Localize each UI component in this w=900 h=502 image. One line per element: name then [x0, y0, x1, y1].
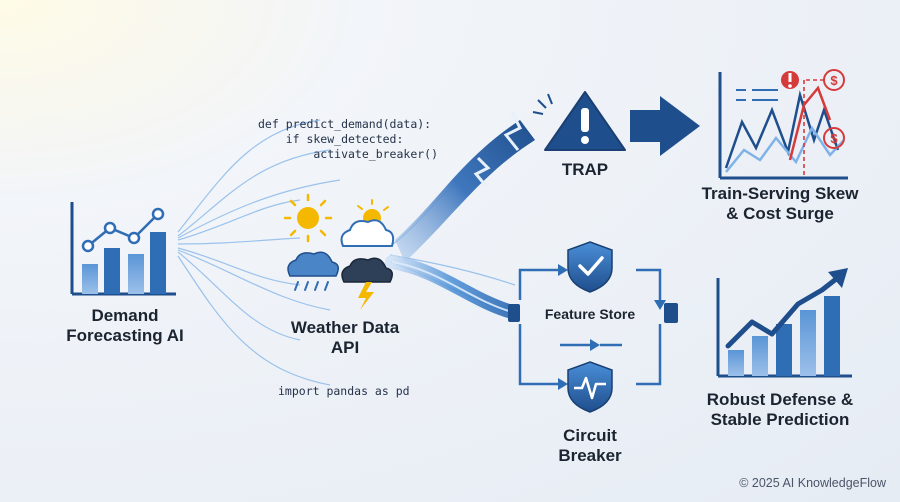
demand-forecasting-label: Demand Forecasting AI: [50, 306, 200, 346]
weather-label-line-2: API: [330, 338, 360, 357]
trap-label: TRAP: [561, 160, 609, 179]
breaker-label-line-1: Circuit: [563, 426, 617, 445]
demand-label-line-2: Forecasting AI: [66, 326, 184, 345]
skew-label-line-1: Train-Serving Skew: [701, 184, 859, 203]
skew-label: Train-Serving Skew & Cost Surge: [690, 184, 870, 224]
demand-chart-icon: [70, 202, 176, 296]
code-line-2: if skew_detected:: [258, 132, 404, 146]
robust-label-line-1: Robust Defense &: [706, 390, 854, 409]
demand-label-line-1: Demand: [91, 306, 159, 325]
circuit-breaker-shield-icon: [567, 361, 613, 413]
code-line-3: activate_breaker(): [258, 147, 439, 161]
warning-triangle-icon: [544, 91, 626, 151]
weather-api-label: Weather Data API: [270, 318, 420, 358]
feature-store-label: Feature Store: [544, 306, 636, 322]
robust-growth-chart-icon: [716, 268, 852, 378]
circuit-breaker-label: Circuit Breaker: [540, 426, 640, 466]
weather-label-line-1: Weather Data: [290, 318, 400, 337]
spark-marks: [532, 93, 553, 115]
partly-cloudy-icon: [340, 199, 395, 247]
skew-chart-icon: $ $: [718, 69, 848, 180]
skew-label-line-2: & Cost Surge: [726, 204, 834, 223]
sun-icon: [283, 193, 333, 243]
defense-cable: [385, 255, 712, 323]
robust-defense-label: Robust Defense & Stable Prediction: [690, 390, 870, 430]
svg-text:$: $: [830, 131, 838, 146]
breaker-label-line-2: Breaker: [558, 446, 622, 465]
loop-arrowheads: [558, 264, 666, 390]
code-import-line: import pandas as pd: [278, 384, 410, 398]
trap-flow-ribbon: [395, 111, 535, 262]
storm-cloud-icon: [341, 257, 393, 310]
robust-label-line-2: Stable Prediction: [710, 410, 850, 429]
feature-store-shield-icon: [567, 241, 613, 293]
trap-arrow: [630, 96, 700, 156]
rain-cloud-icon: [287, 251, 339, 291]
svg-text:$: $: [830, 73, 838, 88]
loop-arrows: [518, 268, 662, 386]
copyright-notice: © 2025 AI KnowledgeFlow: [739, 476, 886, 490]
code-line-1: def predict_demand(data):: [258, 117, 432, 131]
